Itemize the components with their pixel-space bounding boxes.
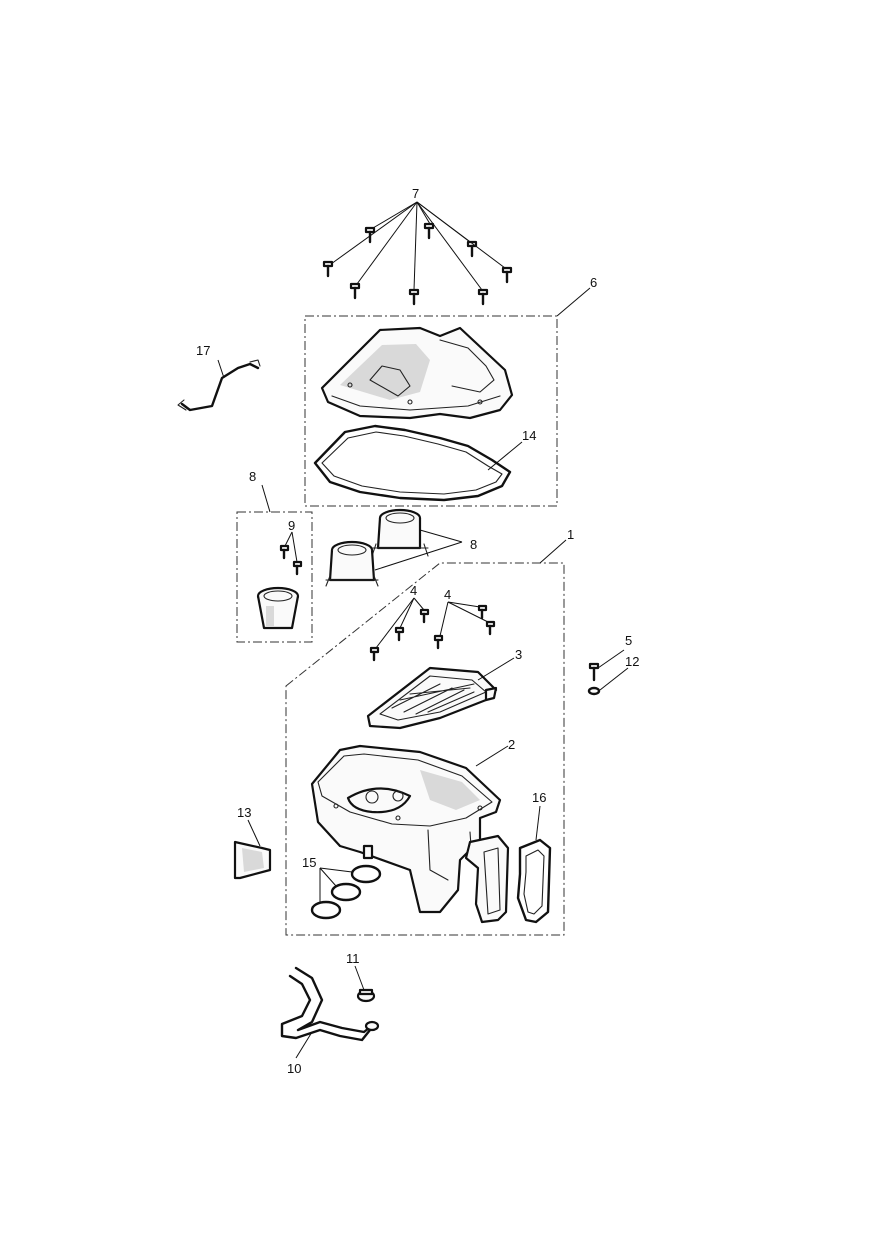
airbox-lower-2 [310,744,502,914]
screws-7 [322,222,513,306]
callout-15: 15 [302,855,316,870]
hose-clip-11 [356,988,376,1003]
leaders-9 [284,531,298,563]
callout-6: 6 [590,275,597,290]
hose-10 [280,966,380,1042]
o-rings-15 [310,864,382,920]
airbox-cover-6 [320,326,514,420]
callout-8b: 8 [470,537,477,552]
callout-7: 7 [412,186,419,201]
callout-11: 11 [346,951,360,966]
gasket-14 [313,424,512,502]
screws-9 [279,544,303,576]
callout-3: 3 [515,647,522,662]
foam-pad-13 [233,840,272,880]
group-box-8 [236,511,313,643]
callout-17: 17 [196,343,210,358]
leaders-7 [330,201,506,291]
callout-4a: 4 [410,583,417,598]
leaders-8 [261,484,463,571]
leaders-misc [217,287,629,1059]
callout-8a: 8 [249,469,256,484]
callout-1: 1 [567,527,574,542]
leaders-15 [319,867,353,902]
callout-16: 16 [532,790,546,805]
callout-13: 13 [237,805,251,820]
intake-trumpet-8a [371,508,429,557]
washer-12 [587,686,601,696]
screws-4 [369,604,496,662]
duct-seal-16 [516,838,552,924]
duct-16-frame [464,834,510,924]
callout-9: 9 [288,518,295,533]
callout-4b: 4 [444,587,451,602]
wire-clip-17 [177,359,261,412]
intake-trumpet-8b [325,540,379,587]
group-box-6 [304,315,558,507]
callout-2: 2 [508,737,515,752]
bolt-5 [588,662,600,682]
leaders-4 [375,597,489,649]
callout-12: 12 [625,654,639,669]
callout-14: 14 [522,428,536,443]
callout-10: 10 [287,1061,301,1076]
intake-trumpet-8c [256,586,300,630]
air-filter-3 [366,666,498,730]
callout-5: 5 [625,633,632,648]
